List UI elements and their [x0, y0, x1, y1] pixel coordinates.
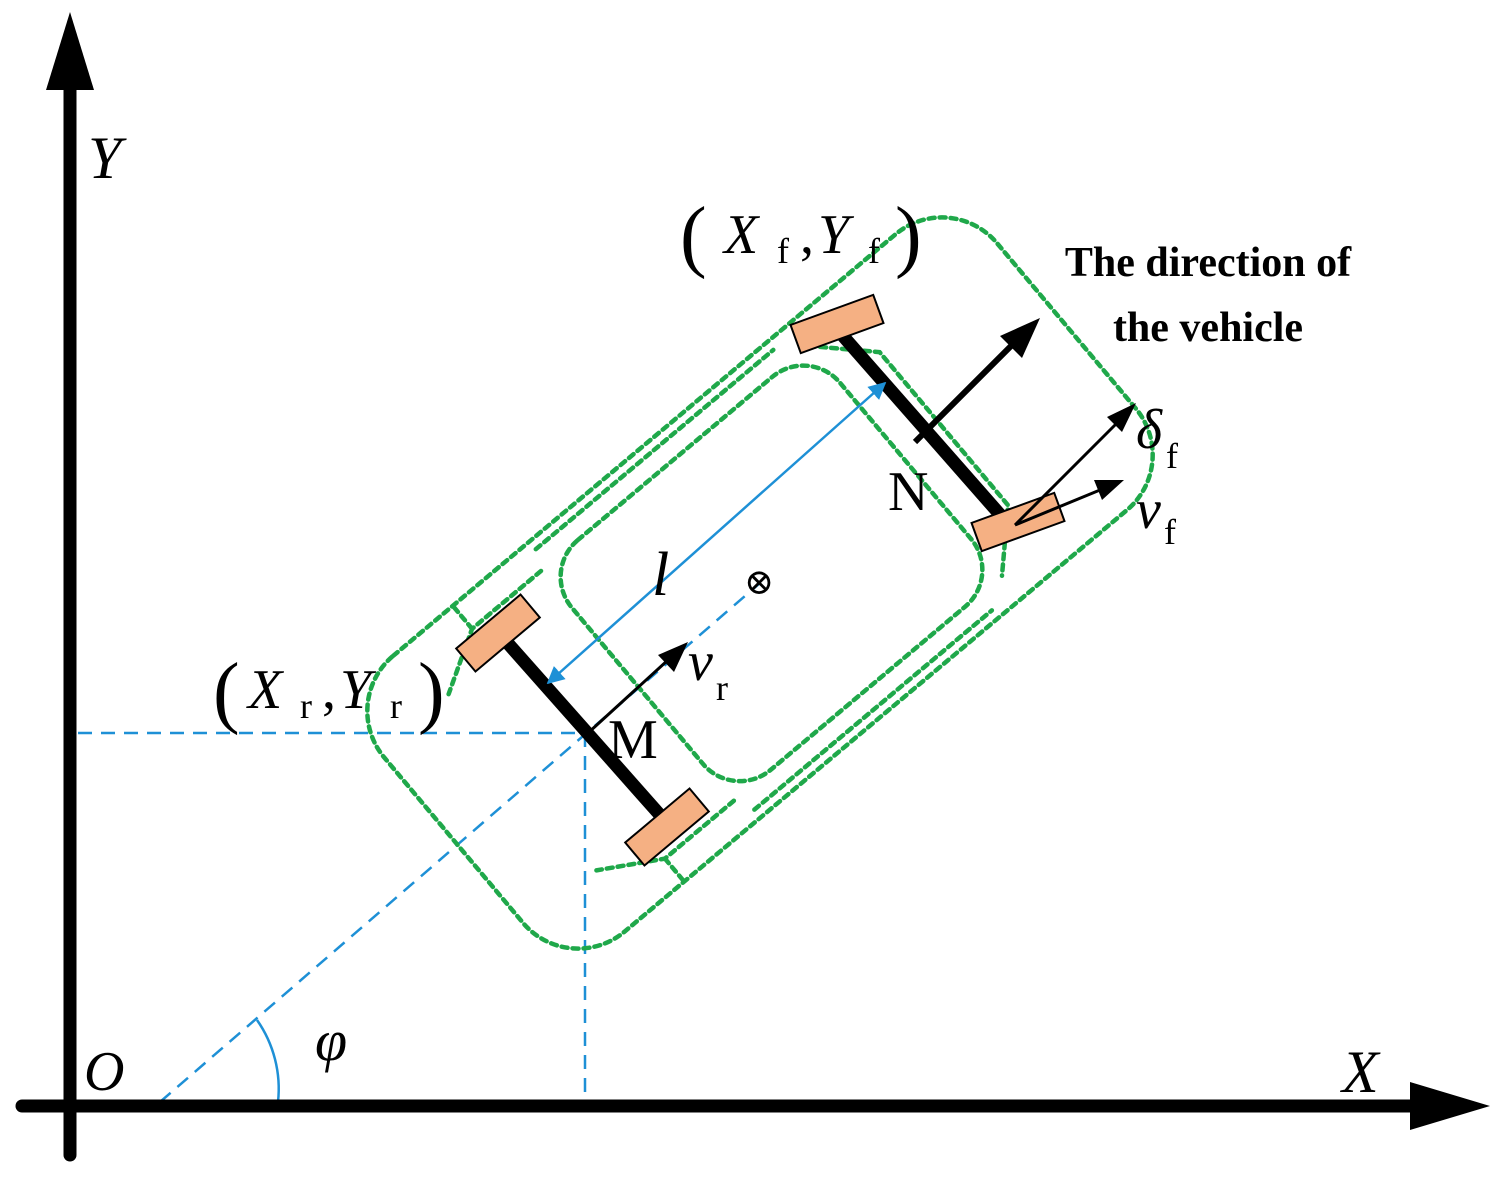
svg-text:(: ( — [680, 192, 707, 280]
svg-text:f: f — [777, 231, 789, 271]
svg-text:f: f — [868, 231, 880, 271]
svg-text:the vehicle: the vehicle — [1113, 305, 1303, 351]
svg-text:X: X — [722, 204, 761, 266]
svg-text:,: , — [322, 659, 336, 721]
rear-right-wheel — [623, 787, 711, 867]
x-axis-arrowhead — [1410, 1082, 1490, 1130]
left-door-line — [451, 605, 475, 632]
svg-text:f: f — [1164, 512, 1176, 552]
svg-text:): ) — [895, 192, 922, 280]
wheelbase-label: l — [652, 541, 669, 609]
svg-text:r: r — [716, 668, 728, 708]
rear-axle-coordinates: ( X r , Y r ) — [213, 648, 445, 736]
svg-text:,: , — [800, 204, 814, 266]
front-axle — [838, 331, 1008, 523]
front-axle-coordinates: ( X f , Y f ) — [680, 192, 922, 280]
right-inner-line — [752, 608, 995, 812]
coordinate-axes — [15, 12, 1490, 1162]
svg-text:v: v — [688, 631, 713, 693]
svg-text:(: ( — [213, 648, 240, 736]
direction-arrow — [912, 318, 1040, 445]
heading-guide-line — [159, 582, 761, 1103]
rear-left-wheel — [454, 593, 542, 673]
rear-axle-point-label: M — [608, 709, 658, 771]
right-door-line — [662, 856, 686, 883]
svg-text:f: f — [1166, 436, 1178, 476]
svg-text:δ: δ — [1136, 399, 1163, 461]
wheelbase-arrow — [546, 381, 887, 685]
heading-angle-arc — [255, 1019, 280, 1103]
front-left-wheel — [789, 293, 885, 355]
x-axis-label: X — [1340, 1039, 1381, 1105]
svg-text:Y: Y — [818, 204, 855, 266]
svg-text:r: r — [300, 686, 312, 726]
svg-text:The direction of: The direction of — [1065, 240, 1352, 286]
origin-label: O — [84, 1041, 124, 1103]
svg-text:X: X — [246, 659, 285, 721]
steer-angle-label: δ f — [1136, 399, 1178, 476]
svg-text:Y: Y — [340, 659, 377, 721]
rear-axle — [500, 635, 665, 820]
rear-velocity-arrow — [586, 642, 688, 735]
guide-lines — [78, 582, 761, 1103]
svg-text:): ) — [418, 648, 445, 736]
front-velocity-label: v f — [1136, 479, 1176, 552]
front-axle-point-label: N — [888, 461, 928, 523]
rear-axle-group — [454, 593, 711, 867]
steer-angle-arrow — [1013, 403, 1136, 527]
left-inner-line — [533, 347, 776, 552]
direction-caption: The direction of the vehicle — [1065, 240, 1352, 351]
svg-text:r: r — [390, 686, 402, 726]
rear-velocity-label: v r — [688, 631, 728, 708]
svg-text:v: v — [1136, 479, 1161, 541]
angle-label: φ — [315, 1008, 347, 1073]
y-axis-label: Y — [88, 125, 127, 191]
center-of-mass-marker: ⊗ — [744, 562, 774, 602]
front-velocity-arrow — [1014, 480, 1124, 527]
y-axis-arrowhead — [46, 12, 94, 90]
